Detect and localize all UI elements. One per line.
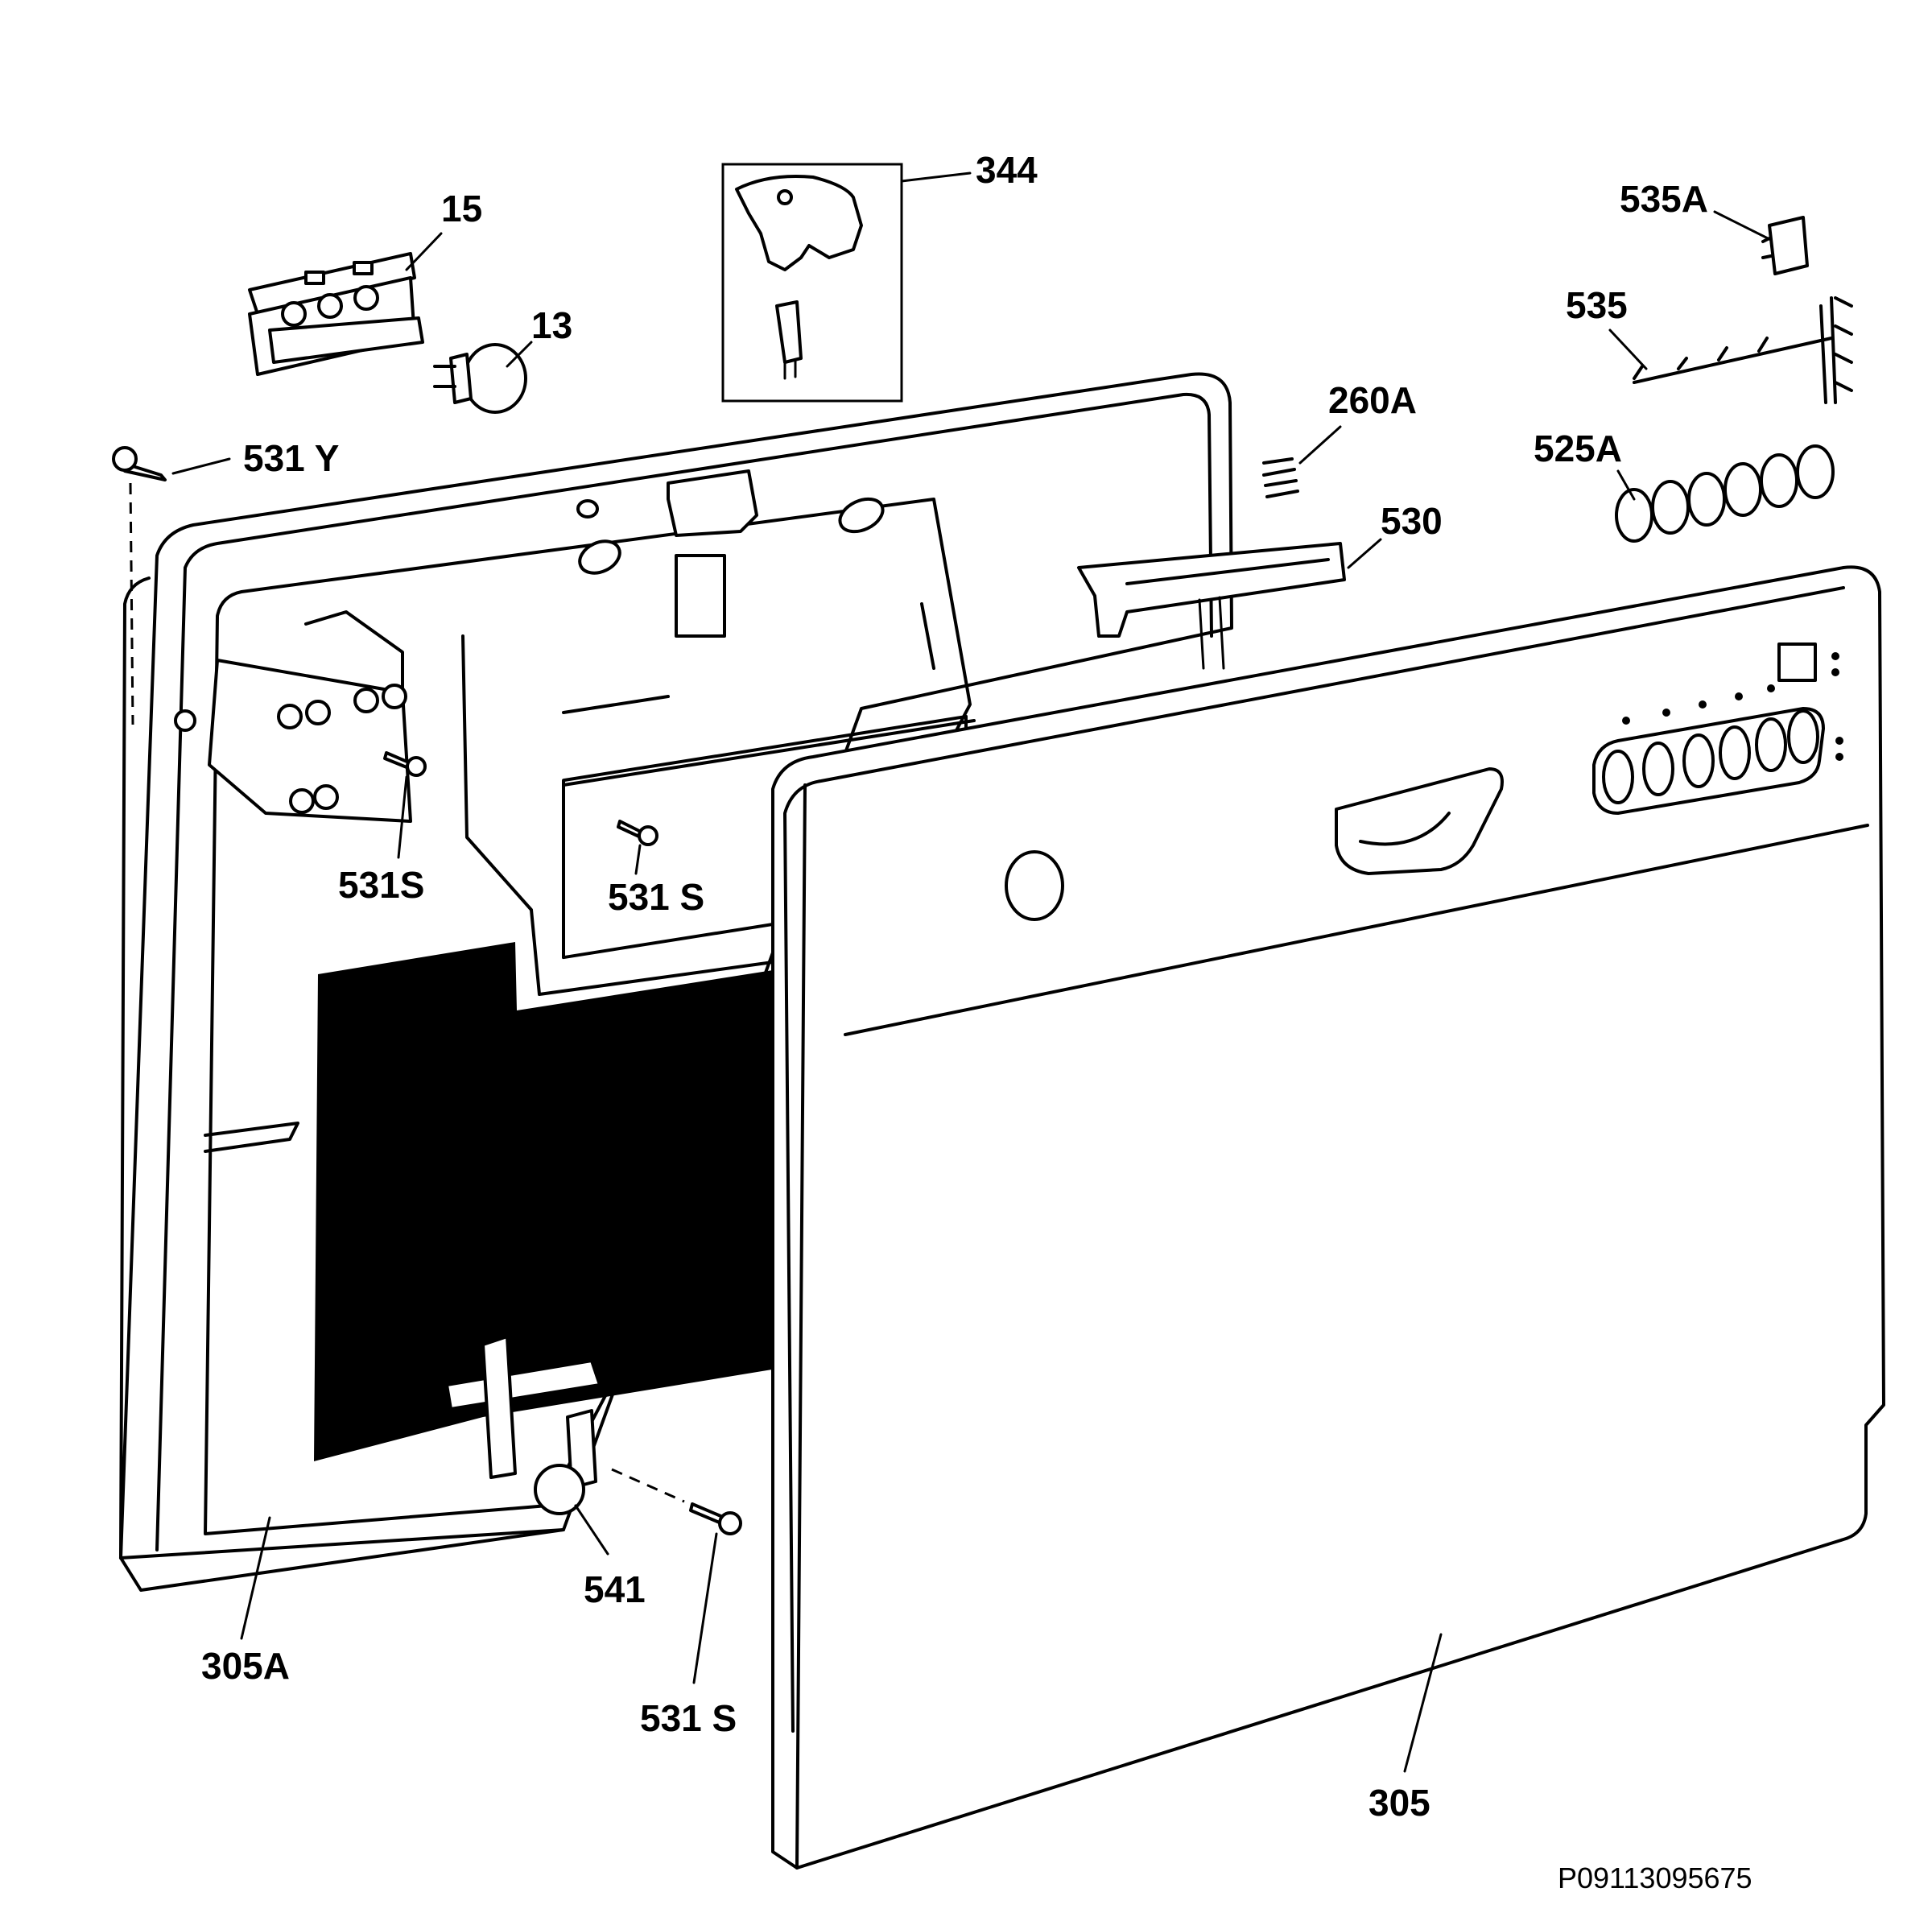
screw-531s-mid: [617, 820, 658, 846]
screw-531s-left: [383, 751, 427, 777]
part-344-lock-assembly: [721, 163, 903, 403]
outer-door-panel: [771, 565, 1885, 1870]
label-530: 530: [1381, 500, 1443, 542]
leader-lines: [171, 171, 1773, 1773]
label-531y: 531 Y: [243, 437, 339, 479]
part-535a-clip: [1761, 216, 1809, 275]
drawing-code: P09113095675: [1558, 1861, 1752, 1894]
label-260a: 260A: [1328, 379, 1417, 421]
label-541: 541: [584, 1568, 646, 1610]
label-13: 13: [531, 304, 572, 346]
label-531s-bottom: 531 S: [640, 1697, 737, 1739]
label-305: 305: [1368, 1782, 1430, 1824]
screw-531y: [112, 446, 167, 725]
label-535: 535: [1566, 284, 1628, 326]
part-labels: 15 13 344 535A 535 260A 525A 531 Y 530 5…: [201, 149, 1752, 1894]
label-531s-left: 531S: [338, 864, 424, 906]
label-305a: 305A: [201, 1645, 290, 1687]
part-13-thermostat: [433, 343, 527, 414]
part-260a-spring: [1262, 457, 1299, 498]
part-535-rail: [1633, 296, 1853, 404]
label-344: 344: [976, 149, 1038, 191]
part-525a-buttons: [1615, 444, 1835, 543]
screw-531s-bottom: [611, 1468, 742, 1535]
part-530-bracket: [1077, 542, 1346, 670]
inner-door-panel: [119, 372, 1233, 1592]
label-15: 15: [441, 188, 482, 229]
label-525a: 525A: [1534, 428, 1622, 469]
label-535a: 535A: [1620, 178, 1708, 220]
part-15-bracket: [248, 252, 424, 376]
part-541-latch: [534, 1409, 597, 1515]
label-531s-mid: 531 S: [608, 876, 704, 918]
